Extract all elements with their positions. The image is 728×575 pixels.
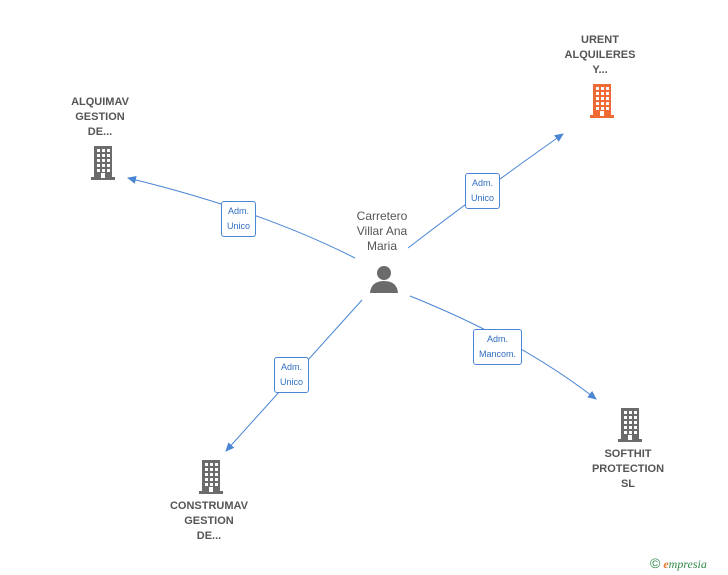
company-name-line: GESTION (75, 111, 125, 123)
company-label-urent[interactable]: URENT ALQUILERES Y... (545, 33, 655, 78)
company-name-line: CONSTRUMAV (169, 500, 248, 512)
person-icon[interactable] (370, 266, 398, 293)
company-name-line: Y... (592, 64, 608, 76)
person-name-line-1: Carretero (356, 209, 408, 223)
company-label-softhit[interactable]: SOFTHIT PROTECTION SL (573, 447, 683, 492)
company-name-line: DE... (196, 530, 222, 542)
brand-name: mpresia (668, 557, 707, 571)
edge-label-softhit[interactable]: Adm. Mancom. (473, 329, 523, 365)
copyright-icon: © (650, 555, 661, 571)
building-icon-softhit[interactable] (618, 408, 642, 442)
building-icon-construmav[interactable] (199, 460, 223, 494)
edge-label-urent[interactable]: Adm. Unico (465, 173, 501, 209)
person-name-line-2: Villar Ana (356, 224, 408, 238)
person-name-line-3: Maria (366, 239, 397, 253)
edge-label-construmav[interactable]: Adm. Unico (274, 357, 310, 393)
building-icon-alquimav[interactable] (91, 146, 115, 180)
company-name-line: SL (620, 478, 636, 490)
company-name-line: URENT (581, 34, 619, 46)
company-name-line: DE... (87, 126, 113, 138)
company-label-construmav[interactable]: CONSTRUMAV GESTION DE... (154, 499, 264, 544)
company-label-alquimav[interactable]: ALQUIMAV GESTION DE... (45, 95, 155, 140)
company-name-line: SOFTHIT (604, 448, 652, 460)
company-name-line: ALQUIMAV (71, 96, 129, 108)
company-name-line: PROTECTION (591, 463, 665, 475)
edge-label-alquimav[interactable]: Adm. Unico (221, 201, 257, 237)
brand-logo: ©empresia (650, 555, 707, 572)
company-name-line: ALQUILERES (564, 49, 636, 61)
building-icon-urent[interactable] (590, 84, 614, 118)
person-name[interactable]: Carretero Villar Ana Maria (327, 209, 437, 254)
brand-first-letter: e (663, 557, 669, 571)
company-name-line: GESTION (184, 515, 234, 527)
